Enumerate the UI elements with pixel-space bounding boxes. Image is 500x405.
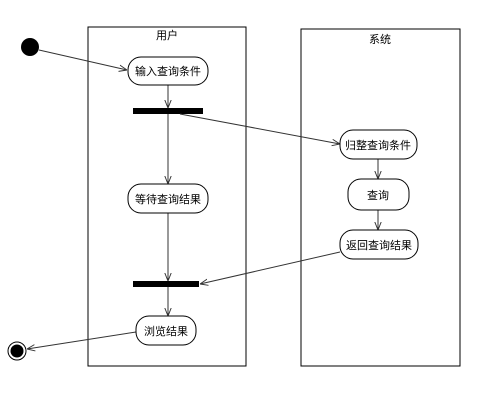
activity-return-results-label: 返回查询结果: [346, 238, 412, 252]
activity-wait-results-label: 等待查询结果: [135, 192, 201, 206]
join-bar: [133, 281, 199, 287]
edge-return-to-join: [200, 251, 341, 284]
activity-wait-results: 等待查询结果: [127, 183, 209, 214]
edge-browse-to-final: [27, 331, 137, 349]
activity-query-label: 查询: [367, 188, 389, 202]
swimlane-system-title: 系统: [369, 33, 391, 46]
swimlane-system: 系统: [300, 28, 461, 367]
edge-fork-to-normalize: [179, 113, 340, 144]
activity-return-results: 返回查询结果: [339, 229, 419, 260]
activity-browse-results-label: 浏览结果: [144, 324, 188, 338]
activity-input-query-label: 输入查询条件: [135, 64, 201, 78]
activity-browse-results: 浏览结果: [135, 315, 197, 346]
edges: [27, 49, 378, 349]
swimlane-user-title: 用户: [156, 28, 178, 42]
initial-node: [21, 38, 39, 56]
activity-input-query: 输入查询条件: [127, 56, 209, 86]
edge-start-to-input: [38, 49, 127, 70]
activity-query: 查询: [347, 178, 410, 211]
fork-bar: [133, 108, 203, 114]
final-node: [7, 341, 27, 361]
activity-normalize-conditions: 归整查询条件: [339, 129, 418, 160]
activity-normalize-conditions-label: 归整查询条件: [345, 138, 411, 152]
